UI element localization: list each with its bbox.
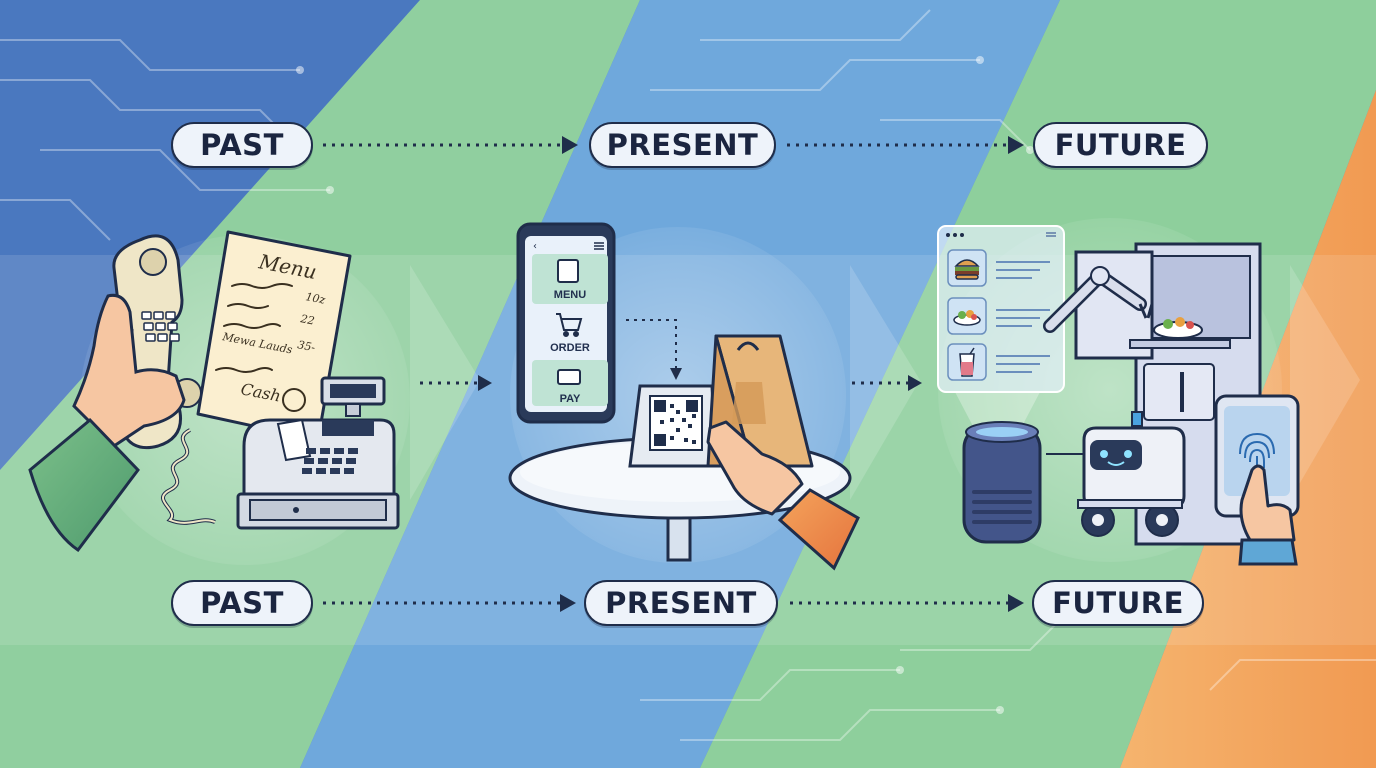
- automated-kitchen: [1043, 242, 1262, 546]
- top-arrows: [323, 136, 1024, 154]
- svg-text:‹: ‹: [533, 241, 537, 252]
- price-3: 35-: [296, 338, 316, 354]
- shopping-cart-icon: [556, 313, 583, 337]
- menu-book-icon: [557, 259, 579, 283]
- cash-register-icon: [236, 376, 400, 530]
- credit-card-icon: [557, 369, 581, 385]
- stage-label-past-bottom: PAST: [171, 580, 313, 626]
- pointing-hand-icon: [706, 420, 860, 571]
- hand-touch-icon: [1238, 464, 1298, 566]
- smart-speaker-icon: [962, 421, 1042, 544]
- app-menu-label: MENU: [554, 289, 586, 301]
- past-scene: Menu Mewa Lauds 10z 22 35- Cash: [28, 230, 410, 565]
- present-scene: ‹ MENU ORDER PAY: [508, 222, 860, 571]
- future-scene: [937, 218, 1300, 566]
- stage-label-future-bottom: FUTURE: [1032, 580, 1204, 626]
- app-order-label: ORDER: [550, 342, 590, 354]
- fingerprint-scanner-icon: [1214, 394, 1300, 518]
- price-2: 22: [298, 312, 315, 328]
- hand-icon: [28, 293, 186, 553]
- stage-label-past-top: PAST: [171, 122, 313, 168]
- stage-label-present-bottom: PRESENT: [584, 580, 778, 626]
- stage-label-future-top: FUTURE: [1033, 122, 1208, 168]
- delivery-robot-icon: [1077, 411, 1186, 537]
- smartphone: ‹ MENU ORDER PAY: [516, 222, 616, 424]
- price-1: 10z: [304, 290, 326, 307]
- paper-menu: Menu Mewa Lauds 10z 22 35- Cash: [196, 230, 352, 442]
- holographic-menu-panel: [937, 225, 1065, 393]
- salad-icon: [953, 310, 981, 326]
- stage-label-present-top: PRESENT: [589, 122, 776, 168]
- qr-code-stand: [628, 384, 718, 468]
- app-pay-label: PAY: [560, 393, 581, 405]
- drink-icon: [959, 347, 975, 377]
- bottom-arrows: [323, 594, 1024, 612]
- burger-icon: [954, 259, 980, 280]
